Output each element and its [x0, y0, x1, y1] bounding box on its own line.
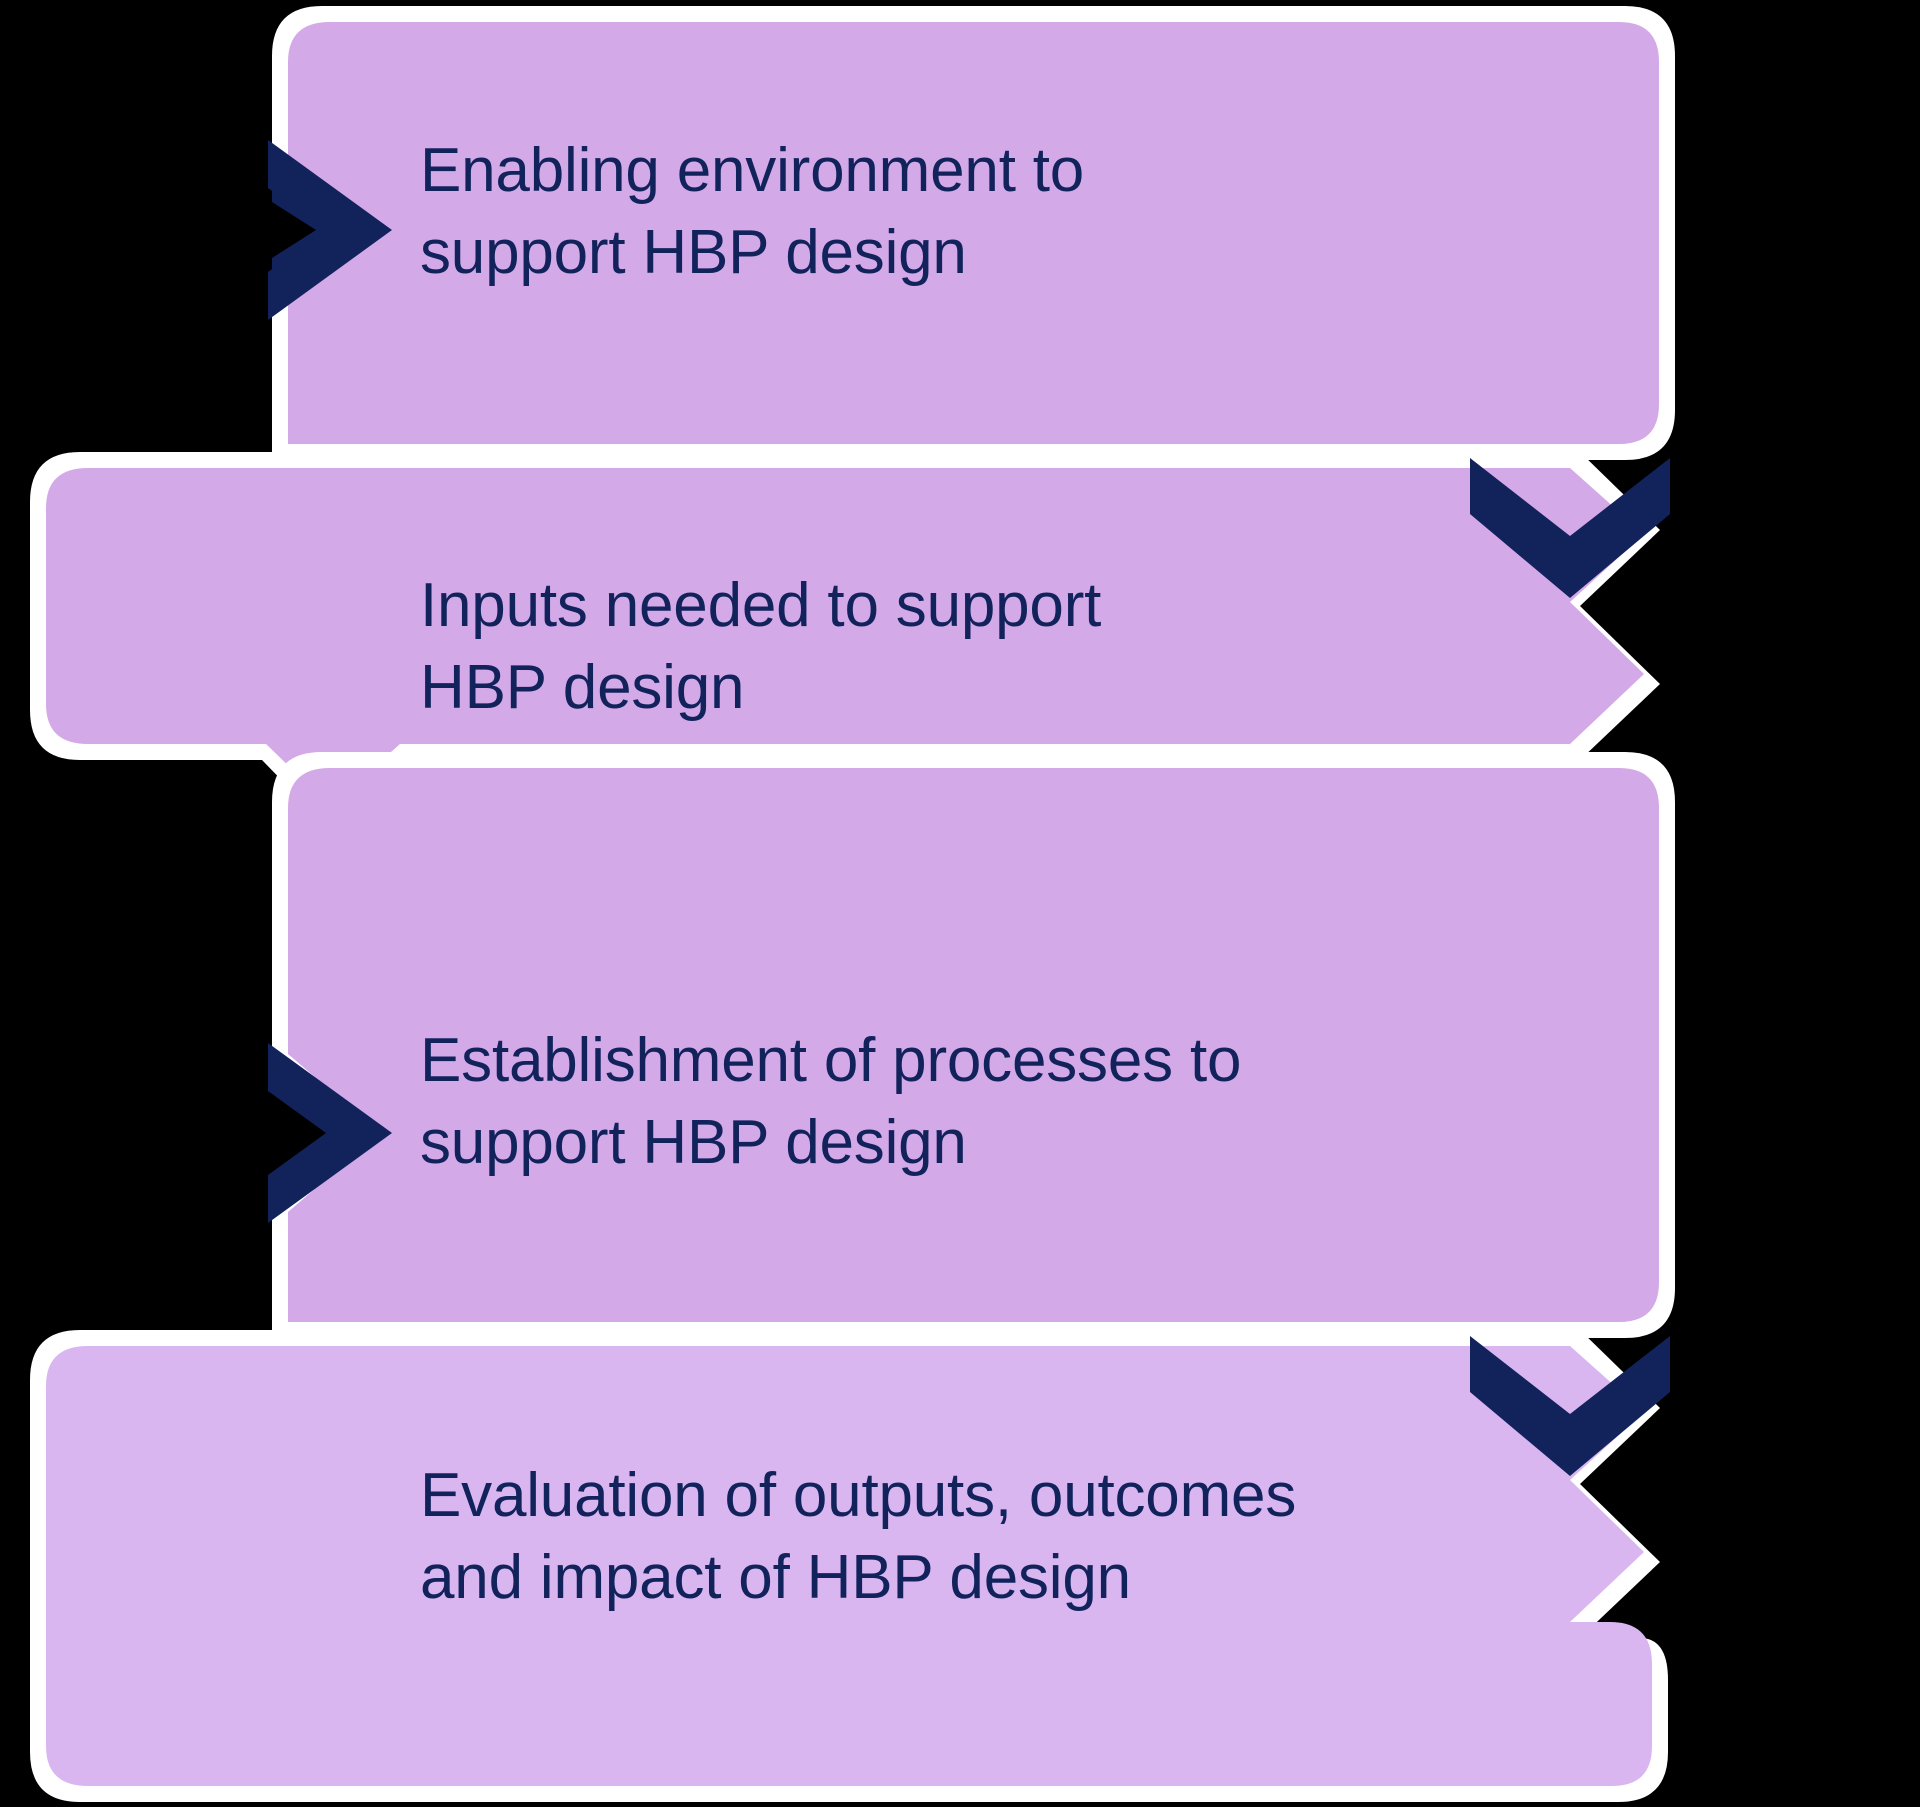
step-box-3[interactable]	[272, 752, 1675, 1338]
chevron-down-icon-4	[1470, 1336, 1670, 1476]
step-box-1-fill	[288, 22, 1659, 444]
step-box-4-fill	[46, 1346, 1652, 1786]
step-box-1[interactable]	[272, 6, 1675, 460]
chevron-down-icon-2	[1470, 458, 1670, 598]
step-box-4[interactable]	[30, 1330, 1668, 1802]
step-box-2-fill	[46, 468, 1644, 806]
step-box-2[interactable]	[30, 452, 1660, 830]
step-box-3-fill	[288, 768, 1659, 1322]
chevron-right-icon-3	[268, 1043, 392, 1223]
chevron-right-icon-1	[268, 140, 392, 320]
